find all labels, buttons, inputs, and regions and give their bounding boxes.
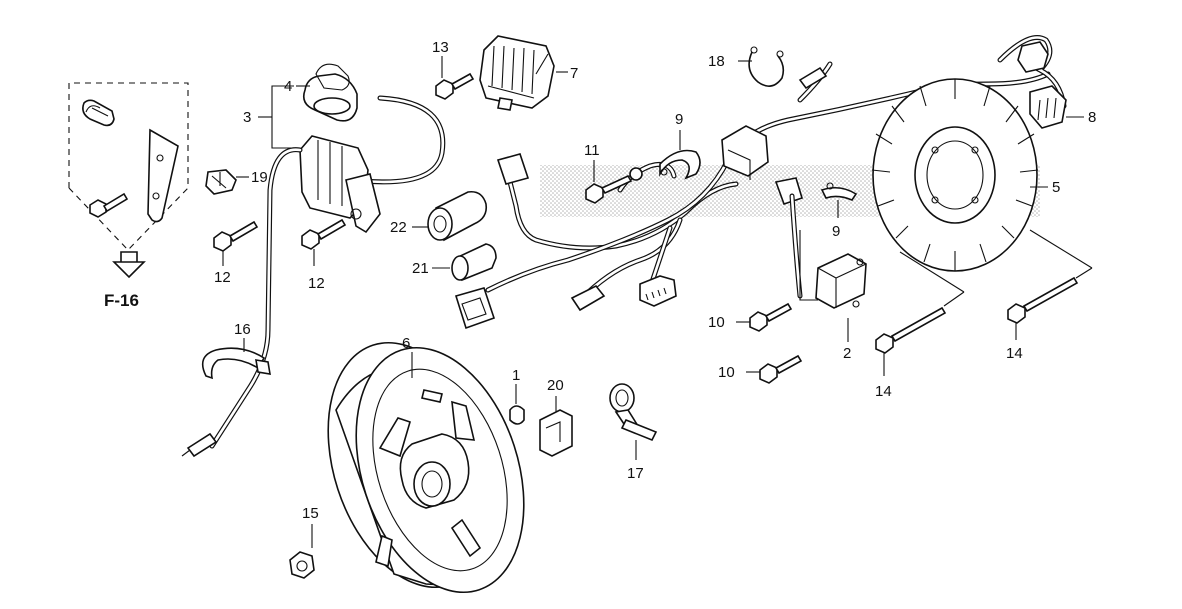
key-1 — [509, 384, 525, 425]
clamp-17 — [609, 383, 658, 460]
regulator-rectifier — [479, 35, 568, 111]
band-16 — [201, 338, 271, 380]
callout-10-lower: 10 — [718, 364, 735, 381]
ignition-coil — [181, 63, 446, 458]
connector-icon — [496, 153, 530, 185]
bolt-13 — [435, 56, 475, 100]
callout-6: 6 — [402, 335, 410, 352]
callout-1: 1 — [512, 367, 520, 384]
bolt-14-left — [875, 291, 965, 376]
nut-15 — [289, 524, 315, 579]
callout-11: 11 — [584, 142, 600, 159]
callout-7: 7 — [570, 65, 578, 82]
bolt-14-right — [1007, 267, 1093, 340]
callout-22: 22 — [390, 219, 407, 236]
clip-icon — [82, 99, 115, 127]
connector-8 — [1029, 85, 1067, 129]
holder-20 — [539, 396, 573, 457]
callout-5: 5 — [1052, 179, 1060, 196]
callout-labels: 1 2 3 4 5 6 7 8 9 9 10 10 11 12 12 13 14… — [214, 39, 1096, 522]
callout-9-lower: 9 — [832, 223, 840, 240]
callout-4: 4 — [284, 78, 292, 95]
pulse-generator — [799, 230, 867, 342]
callout-14-left: 14 — [875, 383, 892, 400]
callout-17: 17 — [627, 465, 644, 482]
reference-arrow-icon — [112, 251, 146, 279]
bolt-icon — [89, 199, 107, 218]
clip-9-upper — [659, 130, 701, 180]
collar-22 — [412, 190, 488, 242]
callout-8: 8 — [1088, 109, 1096, 126]
clip-9-lower — [820, 182, 858, 218]
callout-2: 2 — [843, 345, 851, 362]
callout-13: 13 — [432, 39, 449, 56]
grommet-21 — [432, 243, 497, 282]
callout-15: 15 — [302, 505, 319, 522]
callout-14-right: 14 — [1006, 345, 1023, 362]
bolt-10-upper — [736, 302, 793, 332]
callout-12-right: 12 — [308, 275, 325, 292]
stator — [871, 78, 1093, 293]
band-18 — [738, 46, 785, 87]
callout-12-left: 12 — [214, 269, 231, 286]
callout-16: 16 — [234, 321, 251, 338]
bracket-icon — [147, 128, 179, 223]
callout-21: 21 — [412, 260, 429, 277]
callout-9-upper: 9 — [675, 111, 683, 128]
callout-3: 3 — [243, 109, 251, 126]
bolt-12-right — [301, 218, 347, 266]
bolt-10-lower — [746, 354, 803, 384]
reference-box — [68, 82, 189, 251]
bolt-12-left — [213, 220, 259, 266]
reference-label: F-16 — [104, 291, 139, 310]
bolt-11 — [585, 160, 643, 204]
callout-19: 19 — [251, 169, 268, 186]
leader-3 — [271, 85, 294, 149]
callout-20: 20 — [547, 377, 564, 394]
callout-18: 18 — [708, 53, 725, 70]
callout-10-upper: 10 — [708, 314, 725, 331]
flywheel — [327, 341, 525, 594]
clip-19 — [205, 169, 249, 195]
